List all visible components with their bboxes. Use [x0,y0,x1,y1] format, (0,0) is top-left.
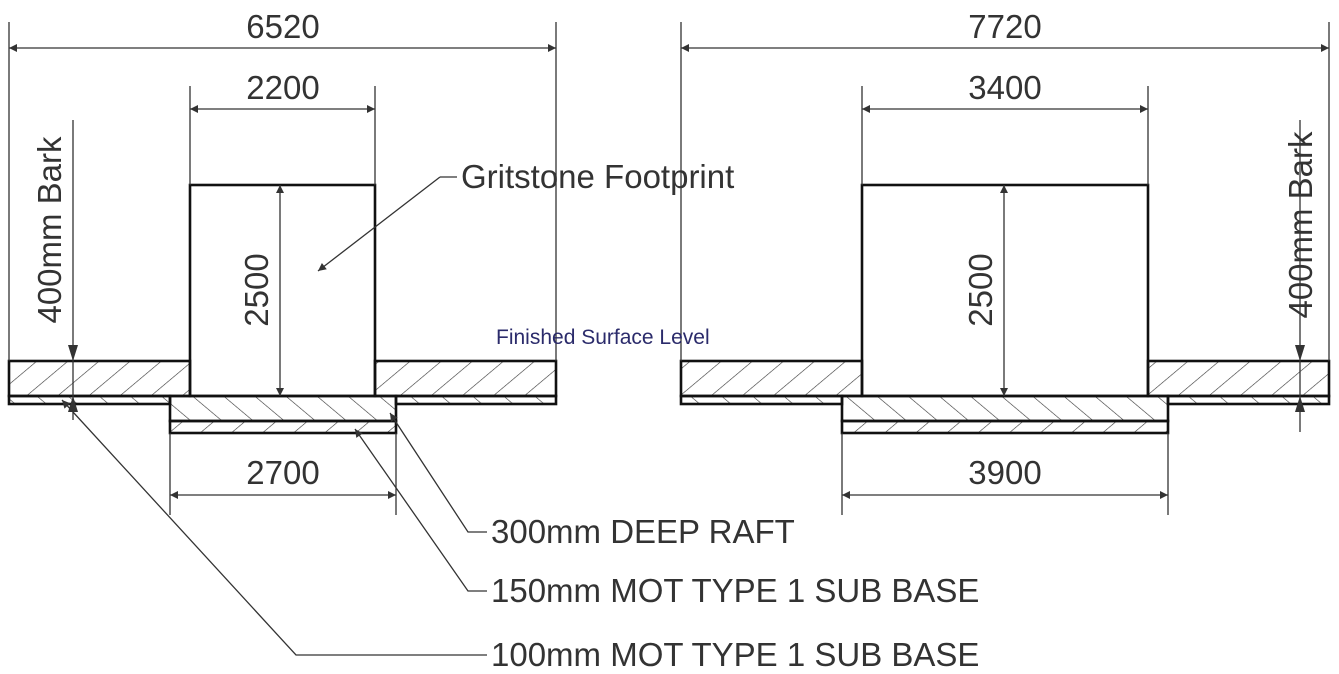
right-footprint [860,183,1150,398]
sub-base-150-leader [354,428,487,592]
left-bark-layer-inner [373,359,558,398]
left-section: 6520 2200 2500 2700 400mm Bark [7,8,558,515]
right-raft [840,394,1170,423]
sub-base-100-leader [61,399,487,656]
left-footprint-height: 2500 [238,253,275,326]
right-bark-layer-outer [1146,359,1331,398]
left-overall-width: 6520 [246,8,319,45]
right-bark-arrow-bottom [1295,396,1305,412]
right-bark-label: 400mm Bark [1282,131,1319,319]
left-sub-base-150 [168,419,398,435]
footprint-leader [317,176,441,272]
right-sub-base-100-outer [1166,394,1331,406]
left-footprint-width: 2200 [246,69,319,106]
left-bark-arrow-top [68,345,78,361]
sub-base-150-label: 150mm MOT TYPE 1 SUB BASE [491,572,979,609]
right-sub-base-150 [840,419,1170,435]
right-bark-arrow-top [1295,345,1305,361]
right-raft-width: 3900 [968,454,1041,491]
right-section: 7720 3400 2500 3900 400mm Bark [679,8,1331,515]
annotations: Gritstone Footprint Finished Surface Lev… [61,158,979,673]
right-footprint-height: 2500 [962,253,999,326]
raft-leader [389,412,487,533]
left-bark-layer-outer [7,359,192,398]
sub-base-100-label: 100mm MOT TYPE 1 SUB BASE [491,636,979,673]
right-overall-width: 7720 [968,8,1041,45]
left-bark-arrow-bottom [68,396,78,412]
left-sub-base-100-outer [7,394,172,406]
finished-surface-label: Finished Surface Level [496,326,710,349]
right-sub-base-100-inner [679,394,844,406]
right-bark-layer-inner [679,359,864,398]
raft-label: 300mm DEEP RAFT [491,513,795,550]
left-footprint [188,183,377,398]
footprint-label: Gritstone Footprint [461,158,734,195]
right-footprint-width: 3400 [968,69,1041,106]
left-raft-width: 2700 [246,454,319,491]
left-sub-base-100-inner [394,394,558,406]
left-raft [168,394,398,423]
left-bark-label: 400mm Bark [31,136,68,324]
